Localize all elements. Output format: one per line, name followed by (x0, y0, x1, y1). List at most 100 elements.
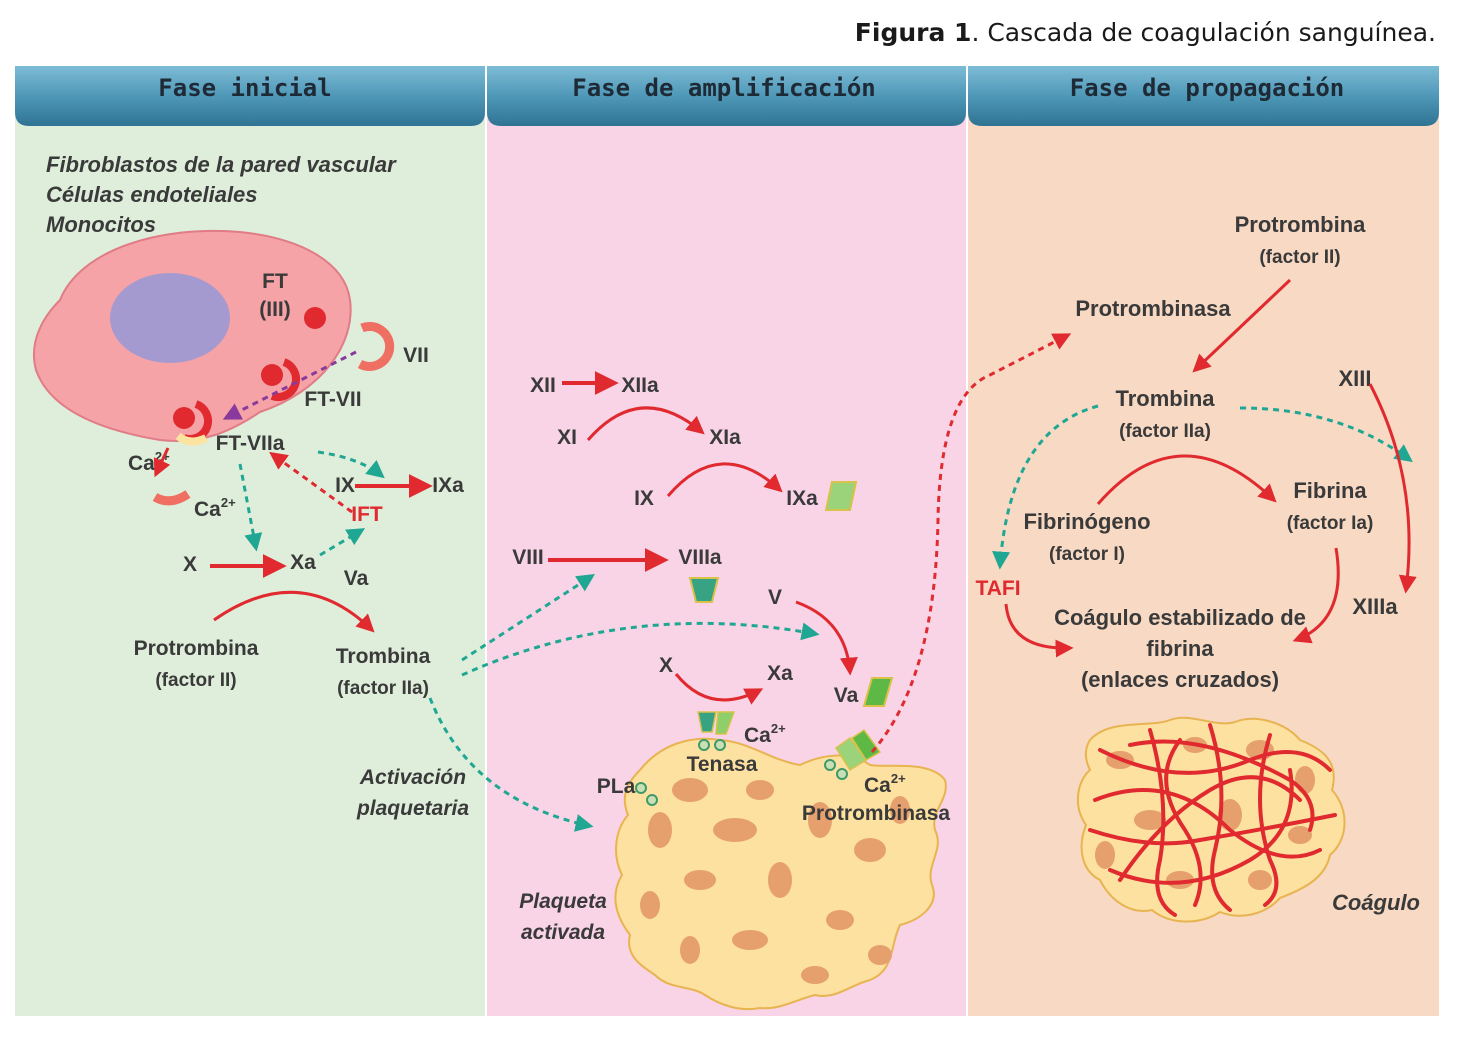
header-propagation-title: Fase de propagación (1070, 74, 1345, 102)
header-amplification-title: Fase de amplificación (572, 74, 875, 102)
pla-receptors (635, 739, 848, 806)
label-xia: XIa (709, 426, 741, 449)
label-amp-va: Va (834, 684, 859, 707)
label-ixa: IXa (432, 474, 464, 497)
arrow-trombina-to-xiiia (1239, 406, 1413, 463)
arrow-ift-to-ftviia (269, 451, 353, 514)
amp-ca-1-base: Ca (744, 724, 771, 747)
arrow-ftviia-to-ixa (317, 450, 385, 479)
cells-line-3: Monocitos (46, 212, 156, 237)
label-ix: IX (335, 474, 355, 497)
ca-bead (175, 432, 208, 446)
ixa-icon (824, 481, 858, 511)
label-tenasa: Tenasa (687, 753, 758, 776)
label-factor-iia: (factor IIa) (337, 678, 429, 699)
label-fibrinogeno: Fibrinógeno (1023, 509, 1150, 534)
ft-viia-receptor (173, 407, 195, 429)
arrow-protrombina-to-trombina-prop (1192, 278, 1292, 373)
label-viiia: VIIIa (678, 546, 722, 569)
tenasa-viiia-piece (697, 711, 717, 733)
arrow-xiii-to-xiiia (1368, 383, 1417, 594)
ca-1-base: Ca (128, 452, 155, 475)
arrow-trombina-to-tafi (992, 404, 1099, 570)
ca-2-base: Ca (194, 498, 221, 521)
header-initial-title: Fase inicial (158, 74, 331, 102)
label-vii: VII (403, 344, 429, 367)
tenasa-ixa-piece (715, 711, 736, 735)
platelet-granules (640, 778, 910, 984)
vii-crescent (357, 321, 395, 371)
label-amp-xa: Xa (767, 662, 793, 685)
label-tafi: TAFI (975, 577, 1020, 600)
label-prop-protrombinasa: Protrombinasa (1075, 296, 1231, 321)
label-activacion: Activación (359, 766, 466, 789)
label-coagulo: Coágulo (1332, 890, 1420, 915)
label-pla: PLa (597, 775, 636, 798)
header-initial (15, 66, 485, 126)
cells-line-1: Fibroblastos de la pared vascular (46, 152, 397, 177)
label-v: V (768, 586, 782, 609)
label-fibrina: Fibrina (1293, 478, 1367, 503)
arrow-xi-to-xia (586, 406, 705, 441)
clot-illustration (1076, 716, 1346, 923)
arrow-tafi-to-coagulo (1004, 603, 1074, 658)
arrow-x-to-xa-amp (674, 673, 764, 705)
label-prop-factor-ii: (factor II) (1259, 247, 1340, 268)
label-prop-protrombina: Protrombina (1235, 212, 1367, 237)
label-ft-iii: (III) (259, 298, 291, 321)
caption-text: . Cascada de coagulación sanguínea. (971, 18, 1436, 47)
label-protrombina: Protrombina (134, 637, 259, 660)
label-ft: FT (262, 270, 288, 293)
arrow-vii-to-ftviia (222, 350, 357, 420)
cell-nucleus (110, 273, 230, 363)
panel-initial (15, 66, 485, 1016)
ca-crescent (152, 490, 191, 506)
label-coagulo-line1: Coágulo estabilizado de (1054, 605, 1306, 630)
arrow-fibrinogeno-to-fibrina (1096, 454, 1277, 505)
amp-ca-2-sup: 2+ (891, 771, 906, 786)
label-amp-ixa: IXa (786, 487, 818, 510)
label-activada: activada (521, 921, 605, 944)
label-factor-ii: (factor II) (155, 670, 236, 691)
label-xiii: XIII (1338, 366, 1371, 391)
label-xiiia: XIIIa (1352, 594, 1398, 619)
label-factor-i: (factor I) (1049, 544, 1125, 565)
ca-2-sup: 2+ (221, 495, 236, 510)
label-amp-ix: IX (634, 487, 654, 510)
cells-line-2: Células endoteliales (46, 182, 258, 207)
va-icon (862, 677, 894, 707)
label-prop-trombina: Trombina (1115, 386, 1215, 411)
label-xi: XI (557, 426, 577, 449)
arrow-ftviia-to-xa (238, 463, 263, 552)
label-factor-ia: (factor Ia) (1287, 513, 1374, 534)
label-x: X (183, 553, 197, 576)
label-ift: IFT (351, 503, 383, 526)
viiia-icon (688, 577, 720, 603)
label-coagulo-line3: (enlaces cruzados) (1081, 667, 1279, 692)
label-plaquetaria: plaquetaria (356, 797, 469, 820)
label-ft-vii: FT-VII (304, 388, 361, 411)
arrow-fibrina-to-coagulo (1292, 547, 1340, 644)
label-amp-x: X (659, 654, 673, 677)
label-amp-ca-1: Ca2+ (744, 721, 786, 747)
arrow-protrombina-to-trombina (213, 590, 375, 633)
ft-vii-crescent (270, 358, 300, 402)
label-viii: VIII (512, 546, 544, 569)
header-propagation (968, 66, 1439, 126)
caption-bold: Figura 1 (854, 18, 972, 47)
label-xiia: XIIa (621, 374, 659, 397)
label-ft-viia: FT-VIIa (216, 432, 285, 455)
label-xii: XII (530, 374, 556, 397)
amp-ca-2-base: Ca (864, 774, 891, 797)
arrow-trombina-to-platelet (428, 697, 594, 832)
label-va: Va (344, 567, 369, 590)
amp-ca-1-sup: 2+ (771, 721, 786, 736)
arrow-ix-to-ixa-amp (666, 462, 783, 497)
label-amp-ca-2: Ca2+ (864, 771, 906, 797)
label-coagulo-line2: fibrina (1146, 636, 1214, 661)
arrow-trombina-to-viiia (461, 574, 596, 662)
label-ca-2: Ca2+ (194, 495, 236, 521)
arrow-trombina-to-v (461, 621, 820, 677)
label-amp-protrombinasa: Protrombinasa (802, 802, 951, 825)
